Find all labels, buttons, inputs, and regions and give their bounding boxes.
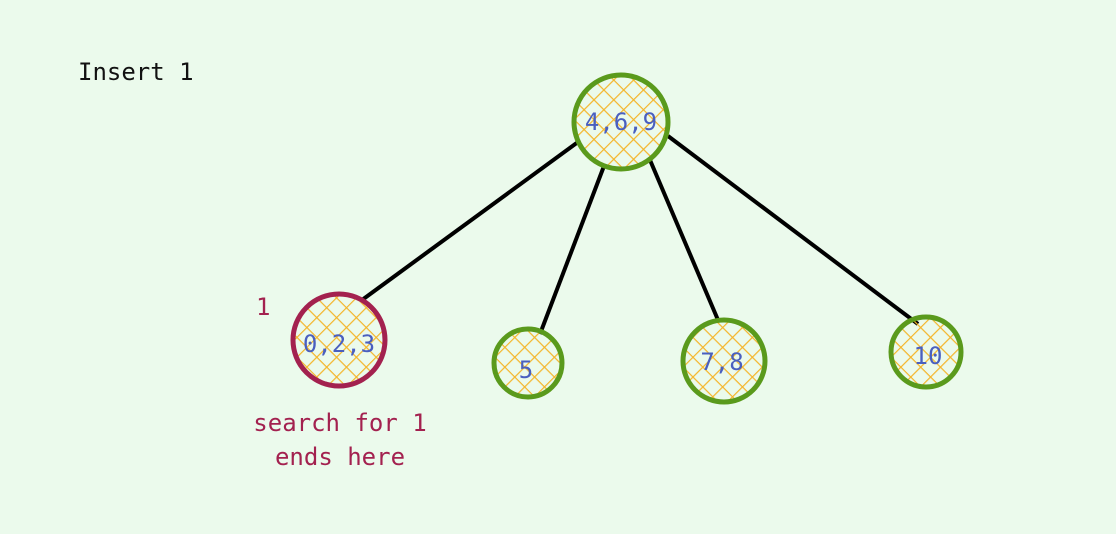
insert-key-label: 1 — [256, 293, 271, 321]
node-child-2-label: 7,8 — [700, 348, 743, 376]
node-root: 4,6,9 — [571, 72, 671, 172]
edge-root-to-child-0 — [360, 140, 580, 302]
search-note-line-2: ends here — [274, 443, 406, 471]
node-child-0-label: 0,2,3 — [303, 330, 375, 358]
node-root-label: 4,6,9 — [585, 108, 657, 136]
node-child-3-label: 10 — [914, 342, 943, 370]
node-child-2: 7,8 — [680, 317, 768, 405]
edge-root-to-child-3 — [666, 134, 920, 326]
edge-root-to-child-2 — [648, 159, 720, 321]
node-child-0: 0,2,3 — [290, 291, 388, 389]
node-child-3: 10 — [888, 314, 964, 390]
diagram-title: Insert 1 — [78, 58, 194, 86]
node-child-1: 5 — [491, 326, 565, 400]
node-child-1-label: 5 — [519, 356, 533, 384]
search-note-line-1: search for 1 — [253, 409, 427, 437]
edge-root-to-child-1 — [538, 165, 606, 335]
search-note: search for 1 ends here — [230, 406, 450, 474]
